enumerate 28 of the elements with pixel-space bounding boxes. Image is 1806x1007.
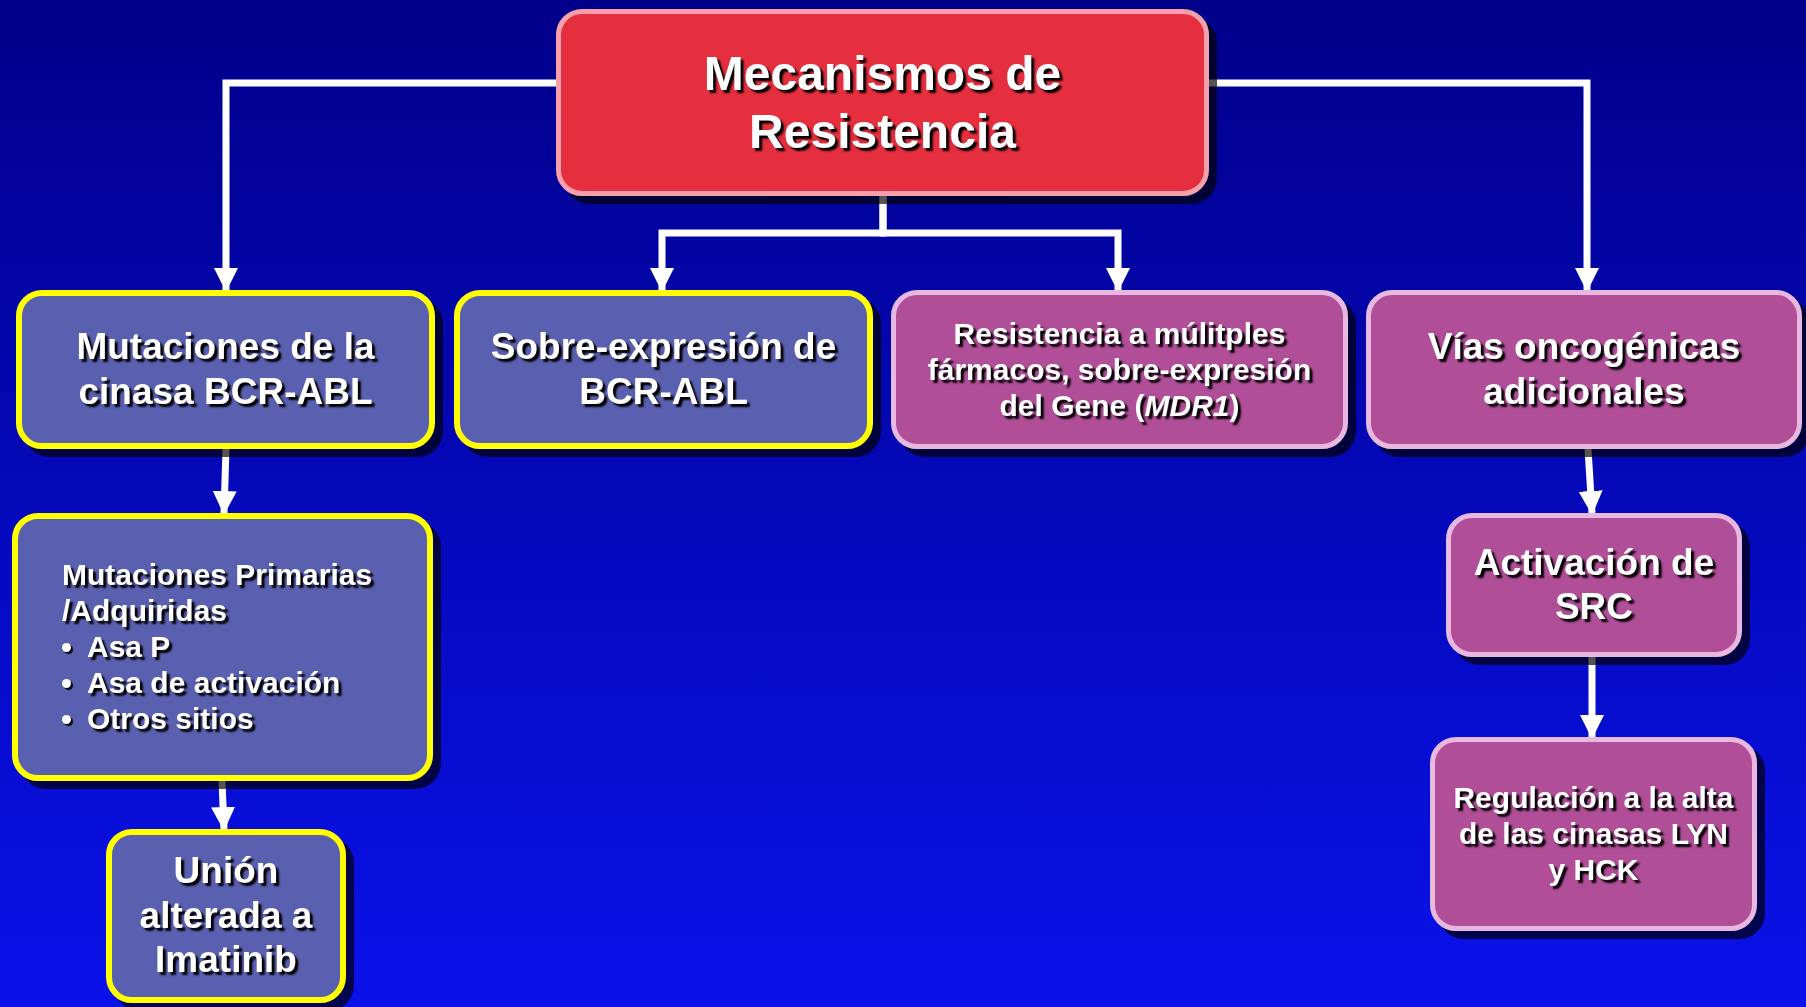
box-text: Sobre-expresión de BCR-ABL [489,325,838,414]
process-box [891,290,1348,449]
box-text: Mecanismos de Resistencia [702,45,1063,160]
bullet-item: Asa P [87,629,171,665]
arrow [211,780,236,831]
bullet-item: Asa de activación [87,665,341,701]
box-text: Resistencia a múlitples fármacos, sobre-expresión del Gene (MDR1) [926,315,1313,424]
process-box [1446,513,1742,657]
box-heading: Mutaciones Primarias /Adquiridas [61,557,374,629]
arrow [1209,79,1599,292]
process-box [16,290,435,449]
box-text: Regulación a la alta de las cinasas LYN y HCK [1452,780,1735,888]
box-text: Unión alterada a Imatinib [138,849,314,983]
box-text: Activación de SRC [1472,540,1716,629]
box-text: Vías oncogénicas adicionales [1426,325,1742,414]
process-box [12,513,433,781]
process-box [1366,290,1802,449]
arrow [1580,657,1604,739]
arrow [212,448,237,515]
arrow [214,79,556,292]
box-text: Mutaciones de la cinasa BCR-ABL [75,325,376,414]
arrow [1578,448,1603,515]
process-box [1430,737,1757,931]
arrow [879,196,1130,292]
process-box [106,829,346,1003]
title-box [556,9,1209,196]
process-box [454,290,873,449]
bullet-item: Otros sitios [87,701,254,737]
